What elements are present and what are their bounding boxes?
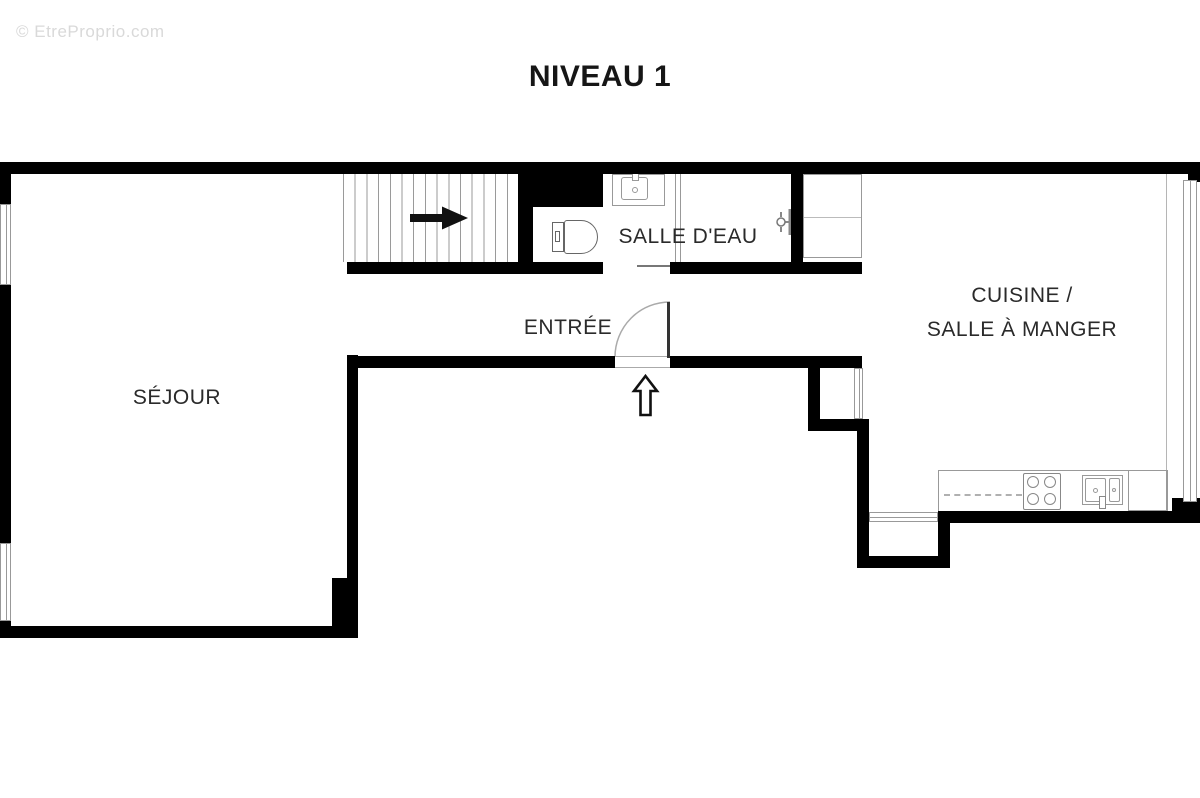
wall-stairs-bottom — [347, 262, 533, 274]
room-label-entree: ENTRÉE — [523, 316, 613, 339]
room-label-cuisine: CUISINE / SALLE À MANGER — [927, 279, 1117, 347]
stove-burner — [1027, 493, 1039, 505]
wall-sejour-right-notch — [332, 578, 358, 638]
stove-burner — [1027, 476, 1039, 488]
kitchen-sink-faucet — [1099, 496, 1106, 509]
toilet-flush-button — [555, 231, 560, 242]
wall-nook-vertical-2 — [938, 511, 950, 568]
entry-door-opening — [615, 356, 670, 368]
page-title: NIVEAU 1 — [528, 60, 672, 93]
wall-nook-bottom — [857, 556, 950, 568]
closet-shelf-line — [804, 217, 861, 218]
room-label-sejour: SÉJOUR — [132, 386, 222, 409]
duct-shaft-block — [533, 174, 603, 207]
wall-entree-south-left — [347, 356, 615, 368]
entry-door-swing — [614, 301, 671, 358]
stove-fixture — [1023, 473, 1061, 510]
window-sejour-lower — [0, 543, 11, 621]
sink-drain — [1112, 488, 1116, 492]
wall-nook-vertical-1 — [808, 368, 820, 430]
stairs-direction-arrow-icon — [410, 206, 468, 230]
window-kitchen-east — [1183, 180, 1197, 502]
entrance-arrow-icon — [631, 373, 660, 417]
shower-screen — [675, 174, 681, 262]
window-sejour-upper — [0, 204, 11, 285]
stove-burner — [1044, 476, 1056, 488]
kitchen-east-wall-line — [1166, 174, 1167, 470]
entry-door-leaf — [667, 302, 670, 358]
window-mullion — [5, 205, 7, 284]
wall-kitchen-west — [857, 419, 869, 568]
window-mullion — [870, 517, 937, 518]
wall-kitchen-se-corner — [1172, 498, 1200, 523]
window-mullion — [858, 369, 860, 418]
wall-stairs-right — [518, 174, 533, 274]
kitchen-appliance-block — [1128, 470, 1167, 511]
shower-valve-icon — [776, 209, 792, 235]
wall-left-middle — [0, 285, 11, 543]
wall-top — [0, 162, 1200, 174]
room-label-cuisine-line1: CUISINE / — [971, 284, 1073, 307]
washbasin-drain — [632, 187, 638, 193]
wall-left-upper — [0, 162, 11, 204]
window-mullion — [1190, 181, 1191, 501]
closet — [803, 174, 862, 258]
window-mullion — [5, 544, 7, 620]
stove-burner — [1044, 493, 1056, 505]
wall-sejour-bottom — [0, 626, 358, 638]
window-nook-horizontal — [869, 512, 938, 522]
window-nook-vertical — [854, 368, 863, 419]
watermark: © EtreProprio.com — [16, 22, 165, 41]
room-label-salle-deau: SALLE D'EAU — [618, 225, 758, 248]
bathroom-sliding-door — [637, 265, 673, 267]
wall-kitchen-south — [938, 511, 1200, 523]
wall-entree-south-right — [670, 356, 862, 368]
sink-drain — [1093, 488, 1098, 493]
wall-bathroom-right — [791, 174, 803, 262]
wall-bathroom-bottom-right — [670, 262, 862, 274]
wall-bathroom-bottom-left — [533, 262, 603, 274]
under-counter-appliance-dashed-line — [944, 494, 1022, 496]
toilet-bowl — [564, 220, 598, 254]
wall-nook-horizontal-1 — [808, 419, 869, 431]
room-label-cuisine-line2: SALLE À MANGER — [926, 318, 1118, 341]
wall-sejour-right — [347, 355, 358, 585]
wall-top-right-block — [1188, 162, 1200, 182]
